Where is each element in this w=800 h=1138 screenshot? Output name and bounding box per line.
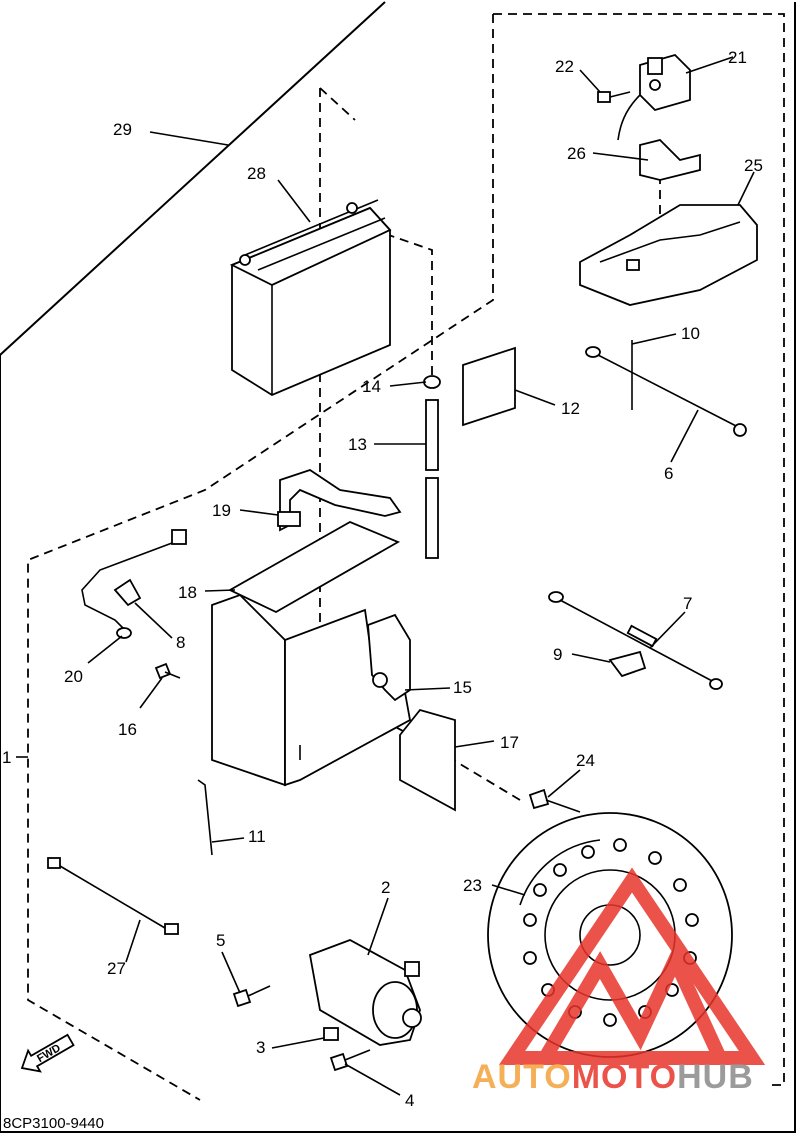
callout-17: 17 — [500, 733, 519, 752]
starter-motor — [308, 939, 422, 1046]
battery-box — [211, 593, 412, 787]
relay-bracket — [639, 139, 701, 181]
callout-2: 2 — [381, 878, 390, 897]
callout-20: 20 — [64, 667, 83, 686]
callout-23: 23 — [463, 876, 482, 895]
callout-12: 12 — [561, 399, 580, 418]
screw — [154, 662, 181, 680]
callout-18: 18 — [178, 583, 197, 602]
callout-22: 22 — [555, 57, 574, 76]
callout-4: 4 — [405, 1091, 414, 1110]
callout-10: 10 — [681, 324, 700, 343]
pad — [462, 346, 516, 427]
callout-24: 24 — [576, 751, 595, 770]
negative-lead — [81, 529, 187, 639]
callout-28: 28 — [247, 164, 266, 183]
watermark-text: AUTOMOTOHUB — [472, 1058, 754, 1096]
watermark-auto: AUTO — [472, 1058, 572, 1096]
callout-29: 29 — [113, 120, 132, 139]
mount-bolt-5 — [232, 985, 271, 1008]
gear-bolt — [528, 788, 581, 813]
callout-labels: 1 2 3 4 5 6 7 8 9 10 11 12 13 14 15 16 1… — [2, 48, 763, 1110]
breather-tube — [423, 375, 441, 559]
wire-lead — [47, 857, 179, 935]
callout-9: 9 — [553, 645, 562, 664]
rod — [197, 779, 213, 856]
cable-clamp — [608, 650, 647, 678]
relay-cover — [579, 204, 758, 306]
callout-26: 26 — [567, 144, 586, 163]
callout-5: 5 — [216, 931, 225, 950]
callout-27: 27 — [107, 959, 126, 978]
callout-11: 11 — [248, 827, 266, 846]
lead-clamp — [113, 578, 142, 607]
callout-14: 14 — [362, 377, 381, 396]
battery-band — [277, 469, 402, 532]
callout-8: 8 — [176, 633, 185, 652]
triangle-logo-icon — [498, 867, 766, 1065]
cover-plate — [399, 708, 456, 812]
nut — [323, 1027, 339, 1041]
watermark-moto: MOTO — [572, 1058, 677, 1096]
callout-21: 21 — [728, 48, 747, 67]
watermark-hub: HUB — [677, 1058, 754, 1096]
leader-lines — [16, 56, 755, 1096]
callout-15: 15 — [453, 678, 472, 697]
starter-relay — [617, 53, 691, 141]
relay-bolt — [597, 91, 631, 103]
callout-19: 19 — [212, 501, 231, 520]
battery-sheet — [228, 520, 401, 614]
callout-16: 16 — [118, 720, 137, 739]
diagram-code: 8CP3100-9440 — [3, 1115, 104, 1132]
fwd-arrow-icon: FWD — [20, 1033, 75, 1073]
callout-1: 1 — [2, 748, 11, 767]
callout-7: 7 — [683, 594, 692, 613]
callout-25: 25 — [744, 156, 763, 175]
callout-6: 6 — [664, 464, 673, 483]
starter-cable — [548, 591, 723, 690]
watermark-logo: AUTOMOTOHUB — [472, 867, 766, 1096]
callout-13: 13 — [348, 435, 367, 454]
positive-cable — [585, 340, 747, 437]
battery — [229, 199, 392, 397]
callout-3: 3 — [256, 1038, 265, 1057]
fwd-label: FWD — [35, 1042, 63, 1065]
